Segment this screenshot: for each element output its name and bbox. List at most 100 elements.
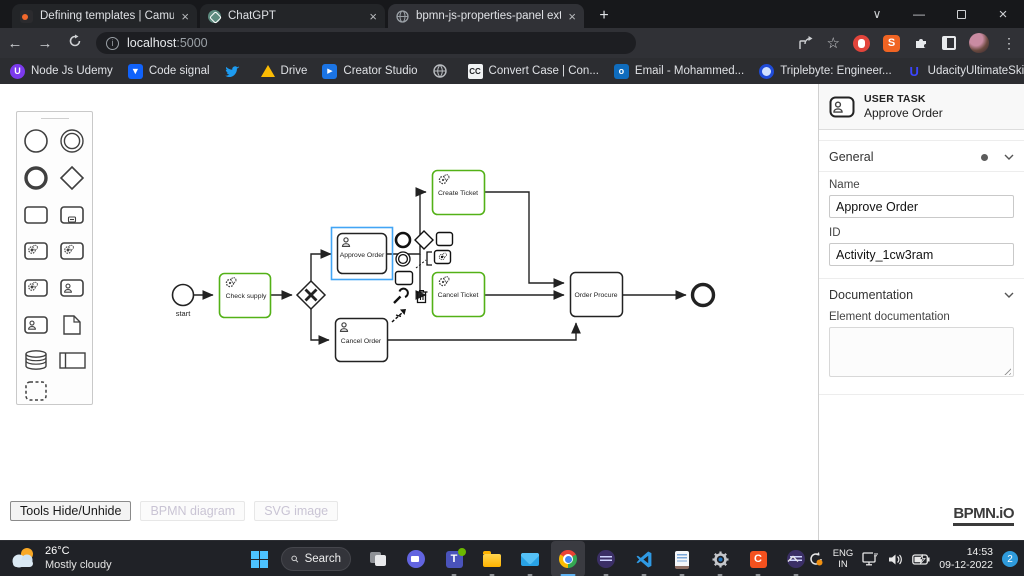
weather-widget[interactable]: 26°C Mostly cloudy	[8, 544, 112, 573]
tray-chevron-up-icon[interactable]	[787, 555, 799, 563]
node-end-event[interactable]	[690, 282, 716, 308]
node-create-ticket[interactable]: Create Ticket	[431, 169, 486, 216]
context-append-service-task[interactable]	[433, 249, 452, 265]
back-icon[interactable]: ←	[7, 34, 23, 52]
name-input[interactable]	[829, 195, 1014, 218]
palette-service-task-2[interactable]	[60, 242, 84, 260]
palette-group[interactable]	[25, 381, 47, 401]
palette-service-task-1[interactable]	[24, 242, 48, 260]
forward-icon[interactable]: →	[37, 34, 53, 52]
tab-camunda[interactable]: Defining templates | Camunda Pl ×	[12, 4, 197, 28]
battery-icon[interactable]	[912, 553, 930, 565]
id-input[interactable]	[829, 243, 1014, 266]
node-exclusive-gateway[interactable]	[295, 279, 327, 311]
node-approve-order[interactable]: Approve Order	[330, 226, 394, 281]
notification-badge[interactable]: 2	[1002, 551, 1018, 567]
bookmark-creator-studio[interactable]: ▶Creator Studio	[322, 63, 418, 79]
element-documentation-textarea[interactable]	[829, 327, 1014, 377]
context-wrench-icon[interactable]	[393, 287, 409, 304]
tab-close-icon[interactable]: ×	[181, 8, 189, 24]
context-text-annotation[interactable]	[415, 251, 432, 269]
palette-end-event[interactable]	[24, 166, 48, 190]
url-text[interactable]: localhost:5000	[127, 36, 208, 50]
vscode-app-icon[interactable]	[627, 541, 661, 576]
context-append-gateway[interactable]	[414, 230, 434, 250]
bookmark-udacity[interactable]: UUdacityUltimateSkil...	[907, 64, 1024, 79]
group-general[interactable]: General	[819, 140, 1024, 172]
context-append-end-event[interactable]	[394, 231, 412, 249]
palette-start-event[interactable]	[24, 129, 48, 153]
flow-gateway-to-approve[interactable]	[310, 249, 332, 281]
flow-gateway-to-cancel-order[interactable]	[310, 309, 330, 345]
extension-darkreader-icon[interactable]	[942, 36, 956, 50]
bookmark-globe[interactable]	[432, 64, 453, 78]
chrome-app-icon[interactable]	[551, 541, 585, 576]
close-button[interactable]: ×	[998, 5, 1008, 23]
network-icon[interactable]	[862, 552, 879, 566]
restore-button[interactable]	[940, 0, 982, 28]
bookmark-twitter[interactable]	[224, 65, 246, 78]
palette-user-task-1[interactable]	[60, 279, 84, 297]
file-explorer-icon[interactable]	[475, 541, 509, 576]
node-cancel-ticket[interactable]: Cancel Ticket	[431, 271, 486, 318]
extension-s-icon[interactable]: S	[883, 34, 900, 52]
tools-hide-unhide-button[interactable]: Tools Hide/Unhide	[10, 501, 132, 521]
settings-app-icon[interactable]	[703, 541, 737, 576]
node-check-supply[interactable]: Check supply	[218, 272, 272, 319]
address-bar[interactable]: i localhost:5000	[96, 32, 636, 54]
new-tab-button[interactable]: +	[599, 7, 609, 24]
bookmark-star-icon[interactable]: ☆	[826, 35, 840, 52]
node-cancel-order[interactable]: Cancel Order	[334, 317, 389, 363]
tab-close-icon[interactable]: ×	[369, 8, 377, 24]
reload-icon[interactable]	[60, 34, 90, 52]
language-indicator[interactable]: ENG IN	[832, 547, 854, 570]
teams-app-icon[interactable]: T	[437, 541, 471, 576]
svg-image-button[interactable]: SVG image	[254, 501, 339, 521]
bookmark-triplebyte[interactable]: Triplebyte: Engineer...	[759, 63, 892, 79]
node-order-procure[interactable]: Order Procure	[569, 271, 624, 318]
tab-close-icon[interactable]: ×	[568, 8, 576, 24]
volume-icon[interactable]	[888, 553, 903, 566]
context-connect-icon[interactable]	[391, 309, 406, 323]
sync-icon[interactable]	[808, 551, 824, 567]
bookmark-drive[interactable]: Drive	[260, 65, 307, 77]
bpmn-canvas[interactable]: start Check supply Approve Order	[0, 84, 818, 540]
extensions-puzzle-icon[interactable]	[913, 35, 929, 51]
palette-subprocess[interactable]	[60, 206, 84, 224]
palette-data-store[interactable]	[25, 350, 47, 370]
context-append-subprocess[interactable]	[394, 270, 414, 286]
flow-create-ticket-to-order[interactable]	[485, 191, 565, 288]
palette-gateway[interactable]	[59, 165, 85, 191]
browser-menu-icon[interactable]: ⋮	[1002, 34, 1016, 51]
context-append-task[interactable]	[435, 231, 454, 247]
palette-data-object[interactable]	[63, 315, 81, 335]
flow-cancel-order-to-order[interactable]	[388, 322, 581, 341]
tab-chatgpt[interactable]: ChatGPT ×	[200, 4, 385, 28]
resize-grip-icon[interactable]	[1002, 366, 1011, 375]
bpmn-diagram-button[interactable]: BPMN diagram	[140, 501, 246, 521]
notepad-app-icon[interactable]	[665, 541, 699, 576]
node-start-event[interactable]: start	[171, 283, 195, 319]
group-documentation[interactable]: Documentation	[819, 278, 1024, 309]
palette-intermediate-event[interactable]	[60, 129, 84, 153]
context-append-intermediate-event[interactable]	[395, 251, 411, 267]
eclipse-app-icon[interactable]	[589, 541, 623, 576]
minimize-button[interactable]: —	[913, 7, 925, 21]
context-delete-icon[interactable]	[415, 289, 428, 304]
bookmark-code-signal[interactable]: ▼Code signal	[127, 63, 210, 79]
share-icon[interactable]	[798, 36, 814, 50]
palette-participant[interactable]	[59, 352, 86, 369]
tab-bpmn-active[interactable]: bpmn-js-properties-panel extens ×	[388, 4, 584, 28]
site-info-icon[interactable]: i	[106, 36, 119, 50]
profile-avatar[interactable]	[969, 33, 989, 53]
meet-app-icon[interactable]	[399, 541, 433, 576]
tab-search-icon[interactable]: ∨	[872, 7, 882, 21]
palette-service-task-3[interactable]	[24, 279, 48, 297]
palette-task[interactable]	[24, 206, 48, 224]
start-button[interactable]	[251, 550, 268, 568]
c-app-icon[interactable]: C	[741, 541, 775, 576]
clock-widget[interactable]: 14:53 09-12-2022	[939, 546, 993, 572]
